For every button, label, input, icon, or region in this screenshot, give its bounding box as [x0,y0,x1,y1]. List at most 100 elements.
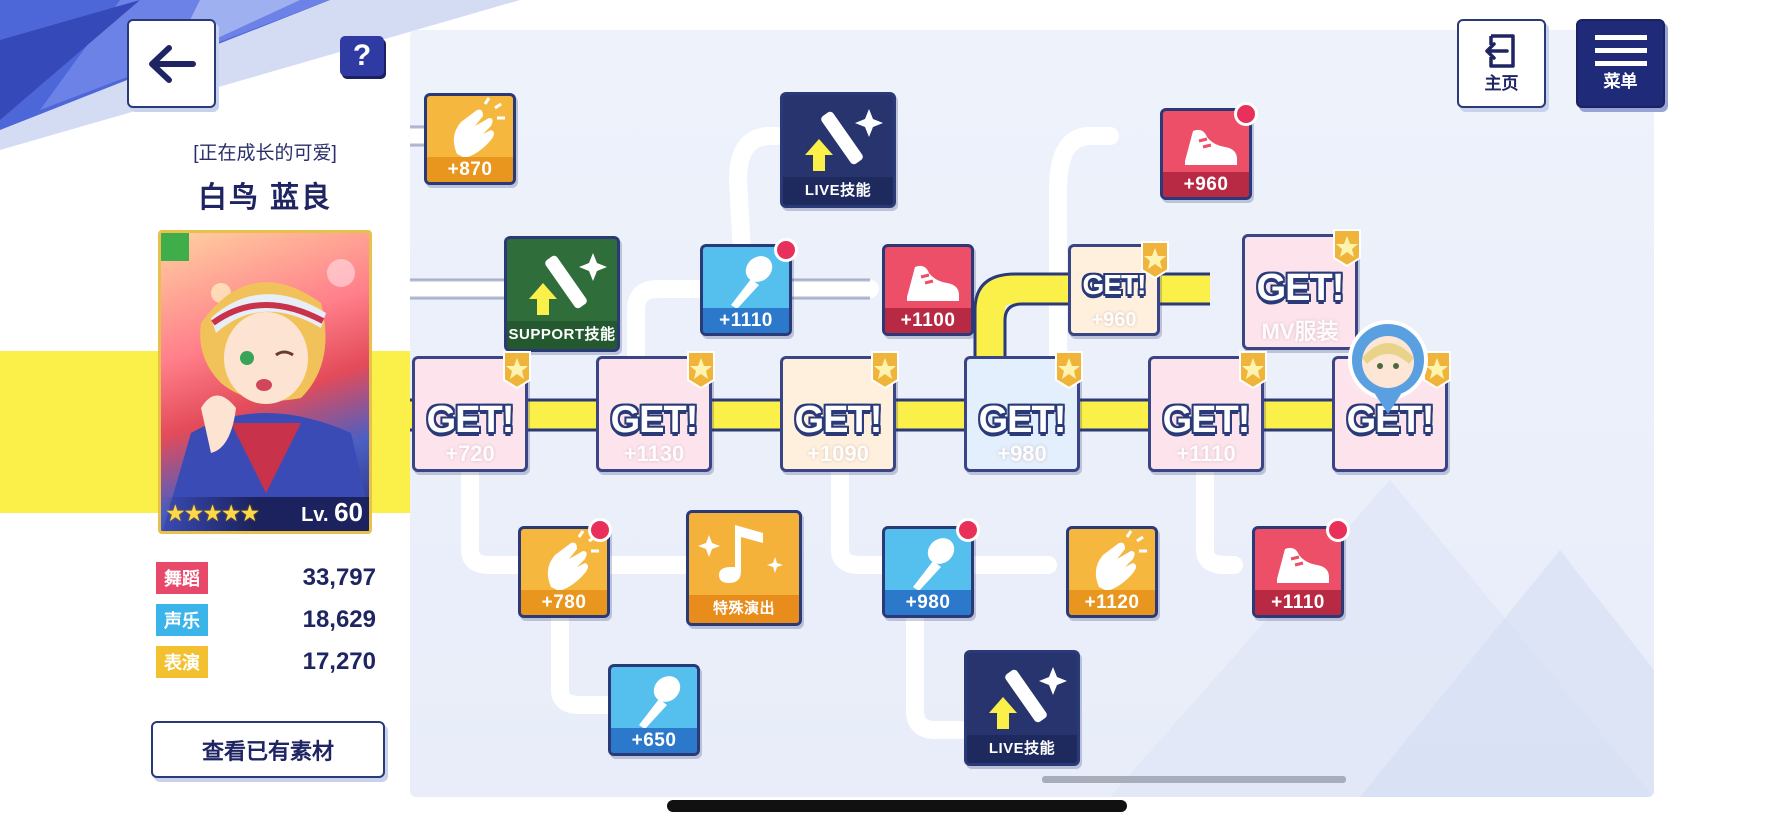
shoe-icon [1277,547,1329,583]
clap-icon [453,97,505,158]
notification-dot [774,238,798,262]
card-subtitle: [正在成长的可爱] [193,143,337,164]
node-live-skill-bottom[interactable]: LIVE技能 [964,650,1080,766]
home-button[interactable]: 主页 [1457,19,1546,108]
node-mic-980[interactable]: +980 [882,526,974,618]
notification-dot [588,518,612,542]
node-got-1090[interactable]: GET! +1090 [780,356,896,472]
hamburger-menu-icon [1594,35,1647,66]
character-illustration [161,233,369,531]
notification-dot [956,518,980,542]
medal-icon [1055,351,1083,390]
medal-icon [1141,241,1169,280]
node-got-1110[interactable]: GET! +1110 [1148,356,1264,472]
get-badge: GET! [1162,399,1251,441]
medal-icon [1423,351,1451,390]
level-prefix: Lv. [301,504,329,526]
penlight-up-icon [989,667,1067,729]
node-clap-870[interactable]: +870 [424,93,516,185]
medal-icon [687,351,715,390]
node-mic-1110[interactable]: +1110 [700,244,792,336]
node-support-skill[interactable]: SUPPORT技能 [504,236,620,352]
node-label: +980 [997,441,1047,466]
penlight-up-icon [805,109,883,171]
node-label: +870 [427,157,513,182]
node-label: +960 [1091,309,1137,331]
node-label: +1090 [807,441,869,466]
node-label: +720 [445,441,495,466]
node-got-mv-outfit[interactable]: GET! MV服装 [1242,234,1358,350]
stat-performance-value: 17,270 [302,648,376,675]
stat-dance-value: 33,797 [302,564,376,591]
home-indicator[interactable] [667,800,1127,812]
node-mic-650[interactable]: +650 [608,664,700,756]
node-got-960[interactable]: GET! +960 [1068,244,1160,336]
card-level: Lv. 60 [301,497,363,528]
node-shoe-1100[interactable]: +1100 [882,244,974,336]
node-label: 特殊演出 [689,595,799,623]
node-label: +1110 [1176,441,1236,466]
shoe-icon [1185,129,1237,165]
microphone-icon [731,256,773,309]
back-button[interactable] [127,19,216,108]
get-badge: GET! [1256,267,1345,309]
penlight-up-icon [529,253,607,315]
clap-icon [1095,530,1147,591]
medal-icon [871,351,899,390]
help-button[interactable]: ? [340,36,384,76]
node-clap-1120[interactable]: +1120 [1066,526,1158,618]
node-label [1335,439,1445,469]
node-label: +1100 [885,308,971,333]
card-character-name: 白鸟 蓝良 [197,182,333,214]
stat-vocal-label: 声乐 [156,604,208,636]
node-label: LIVE技能 [783,177,893,205]
shoe-icon [907,265,959,301]
stat-vocal-value: 18,629 [302,606,376,633]
node-label: +980 [885,590,971,615]
character-avatar-marker [1348,320,1428,414]
medal-icon [1239,351,1267,390]
node-clap-780[interactable]: +780 [518,526,610,618]
music-note-icon [698,525,783,583]
node-label: +1130 [623,441,685,466]
node-label: +1110 [703,308,789,333]
node-label: MV服装 [1261,319,1339,344]
microphone-icon [639,676,681,729]
notification-dot [1326,518,1350,542]
view-materials-button[interactable]: 查看已有素材 [151,721,385,778]
stat-dance-label: 舞蹈 [156,562,208,594]
get-badge: GET! [794,399,883,441]
level-value: 60 [334,497,363,527]
get-badge: GET! [426,399,515,441]
exit-home-icon [1484,34,1515,68]
microphone-icon [913,538,955,591]
node-label: +650 [611,728,697,753]
node-special-performance[interactable]: 特殊演出 [686,510,802,626]
menu-button-label: 菜单 [1603,72,1638,91]
card-footer [161,497,369,531]
node-label: SUPPORT技能 [507,321,617,349]
stat-performance: 表演 17,270 [156,644,376,678]
growth-board[interactable]: +870 SUPPORT技能 LIVE技能 +1110 +1100 +960 G… [410,30,1654,797]
notification-dot [1234,102,1258,126]
node-shoe-1110[interactable]: +1110 [1252,526,1344,618]
node-got-980[interactable]: GET! +980 [964,356,1080,472]
node-live-skill-top[interactable]: LIVE技能 [780,92,896,208]
node-label: +780 [521,590,607,615]
get-badge: GET! [610,399,699,441]
card-art[interactable]: ★★★★★ Lv. 60 [158,230,372,534]
back-arrow-icon [148,44,196,83]
home-button-label: 主页 [1484,74,1519,93]
horizontal-scrollbar[interactable] [1042,776,1346,783]
node-shoe-960[interactable]: +960 [1160,108,1252,200]
get-badge: GET! [1082,269,1147,300]
stat-dance: 舞蹈 33,797 [156,560,376,594]
get-badge: GET! [978,399,1067,441]
stat-performance-label: 表演 [156,646,208,678]
card-rarity-stars: ★★★★★ [165,500,260,526]
node-label: +960 [1163,172,1249,197]
menu-button[interactable]: 菜单 [1576,19,1665,108]
node-label: +1110 [1255,590,1341,615]
stat-vocal: 声乐 18,629 [156,602,376,636]
node-label: +1120 [1069,590,1155,615]
